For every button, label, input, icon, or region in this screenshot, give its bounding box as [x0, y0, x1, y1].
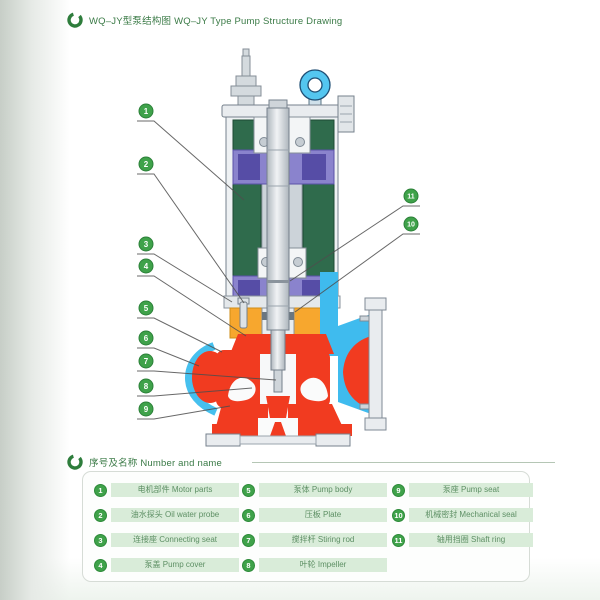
callout-7: 7: [138, 353, 154, 369]
svg-text:10: 10: [407, 222, 415, 229]
item-label: 轴用挡圈 Shaft ring: [409, 533, 533, 547]
callout-9: 9: [138, 401, 154, 417]
svg-text:8: 8: [144, 382, 149, 391]
discharge-flange: [343, 297, 387, 431]
callout-10: 10: [403, 216, 419, 232]
item-label: 泵盖 Pump cover: [111, 558, 239, 572]
legend-item-2: 2 油水探头 Oil water probe: [94, 508, 239, 522]
callout-5: 5: [138, 300, 154, 316]
item-number-badge: 7: [242, 533, 255, 547]
svg-text:4: 4: [144, 262, 149, 271]
shaft-ring: [267, 280, 289, 283]
item-label: 电机部件 Motor parts: [111, 483, 239, 497]
callout-8: 8: [138, 378, 154, 394]
oil-water-probe: [239, 301, 248, 329]
pump-base: [205, 433, 351, 447]
item-label: 泵座 Pump seat: [409, 483, 533, 497]
item-label: 油水探头 Oil water probe: [111, 508, 239, 522]
legend-title: 序号及名称 Number and name: [89, 458, 223, 469]
legend-item-6: 6 压板 Plate: [242, 508, 387, 522]
leader-lines: [137, 120, 420, 420]
svg-text:6: 6: [144, 334, 149, 343]
item-label: 压板 Plate: [259, 508, 387, 522]
svg-text:11: 11: [407, 194, 415, 201]
svg-text:5: 5: [144, 304, 149, 313]
legend-item-5: 5 泵体 Pump body: [242, 483, 387, 497]
item-number-badge: 4: [94, 558, 107, 572]
svg-text:7: 7: [144, 357, 149, 366]
legend-item-1: 1 电机部件 Motor parts: [94, 483, 239, 497]
legend-item-10: 10 机械密封 Mechanical seal: [392, 508, 533, 522]
callout-6: 6: [138, 330, 154, 346]
impeller-passages: [228, 354, 328, 436]
page-header: WQ–JY型泵结构图 WQ–JY Type Pump Structure Dra…: [66, 11, 342, 29]
item-label: 机械密封 Mechanical seal: [409, 508, 533, 522]
callout-1: 1: [138, 103, 154, 119]
svg-text:9: 9: [144, 405, 149, 414]
item-number-badge: 1: [94, 483, 107, 497]
item-number-badge: 2: [94, 508, 107, 522]
callout-4: 4: [138, 258, 154, 274]
brand-logo-icon: [67, 454, 83, 470]
item-number-badge: 5: [242, 483, 255, 497]
callout-2: 2: [138, 156, 154, 172]
header-rule: [252, 462, 555, 463]
item-number-badge: 6: [242, 508, 255, 522]
legend-item-4: 4 泵盖 Pump cover: [94, 558, 239, 572]
page-title: WQ–JY型泵结构图 WQ–JY Type Pump Structure Dra…: [89, 16, 343, 27]
legend-item-8: 8 叶轮 Impeller: [242, 558, 387, 572]
item-label: 泵体 Pump body: [259, 483, 387, 497]
legend-item-11: 11 轴用挡圈 Shaft ring: [392, 533, 533, 547]
item-number-badge: 8: [242, 558, 255, 572]
svg-text:1: 1: [144, 107, 149, 116]
svg-text:2: 2: [144, 160, 149, 169]
callout-11: 11: [403, 188, 419, 204]
impeller: [266, 396, 290, 418]
item-number-badge: 9: [392, 483, 405, 497]
item-number-badge: 10: [392, 508, 405, 522]
item-number-badge: 3: [94, 533, 107, 547]
legend-item-9: 9 泵座 Pump seat: [392, 483, 533, 497]
svg-text:3: 3: [144, 240, 149, 249]
cable-gland: [230, 48, 262, 107]
legend-item-3: 3 连接座 Connecting seat: [94, 533, 239, 547]
callout-3: 3: [138, 236, 154, 252]
pump-shaft: [266, 99, 290, 393]
brand-logo-icon: [67, 12, 83, 28]
legend-header: 序号及名称 Number and name: [66, 453, 222, 471]
item-label: 搅拌杆 Stiring rod: [259, 533, 387, 547]
item-label: 叶轮 Impeller: [259, 558, 387, 572]
stirring-rod: [273, 369, 283, 393]
legend-item-7: 7 搅拌杆 Stiring rod: [242, 533, 387, 547]
item-label: 连接座 Connecting seat: [111, 533, 239, 547]
item-number-badge: 11: [392, 533, 405, 547]
lifting-ring-icon: [299, 69, 331, 111]
